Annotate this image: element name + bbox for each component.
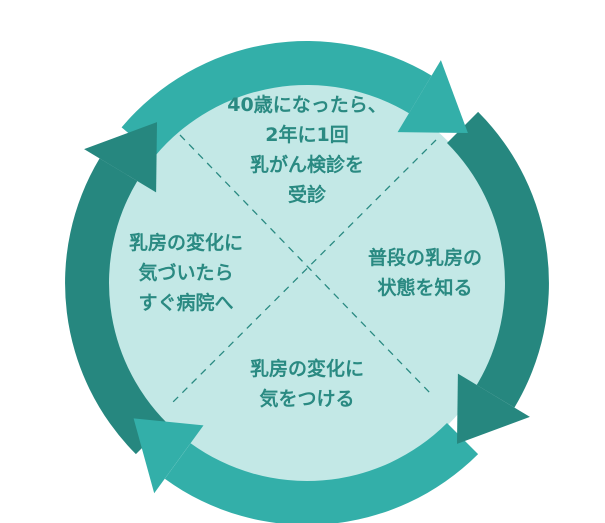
- arrow-right-body: [447, 111, 549, 408]
- arrow-bottom-head-icon: [133, 418, 204, 494]
- step-text: 状態を知る: [377, 277, 473, 299]
- inner-circle: [107, 83, 507, 483]
- step-text: 気づいたら: [138, 262, 234, 284]
- step-text: すぐ病院へ: [138, 292, 234, 314]
- arrow-left-head-icon: [84, 122, 157, 193]
- step-text: 40歳になったら、: [227, 94, 387, 116]
- step-text: 2年に1回: [265, 124, 349, 146]
- divider-line-2: [169, 139, 437, 406]
- arrow-right-head-icon: [457, 373, 530, 444]
- arrow-top-head-icon: [397, 60, 468, 133]
- arrow-left-body: [65, 158, 167, 455]
- step-notice: 乳房の変化に 気をつける: [250, 354, 364, 414]
- step-text: 受診: [287, 184, 327, 206]
- step-text: 乳房の変化に: [128, 232, 244, 254]
- step-checkup: 40歳になったら、 2年に1回 乳がん検診を 受診: [227, 90, 386, 210]
- step-hospital: 乳房の変化に 気づいたら すぐ病院へ: [129, 228, 243, 318]
- step-text: 気をつける: [259, 388, 355, 410]
- step-know: 普段の乳房の 状態を知る: [368, 243, 482, 303]
- step-text: 普段の乳房の: [367, 247, 483, 269]
- divider-line-1: [179, 134, 433, 396]
- step-text: 乳房の変化に: [249, 358, 365, 380]
- arrow-top-body: [121, 41, 432, 156]
- arrow-bottom-body: [164, 423, 479, 523]
- step-text: 乳がん検診を: [249, 154, 365, 176]
